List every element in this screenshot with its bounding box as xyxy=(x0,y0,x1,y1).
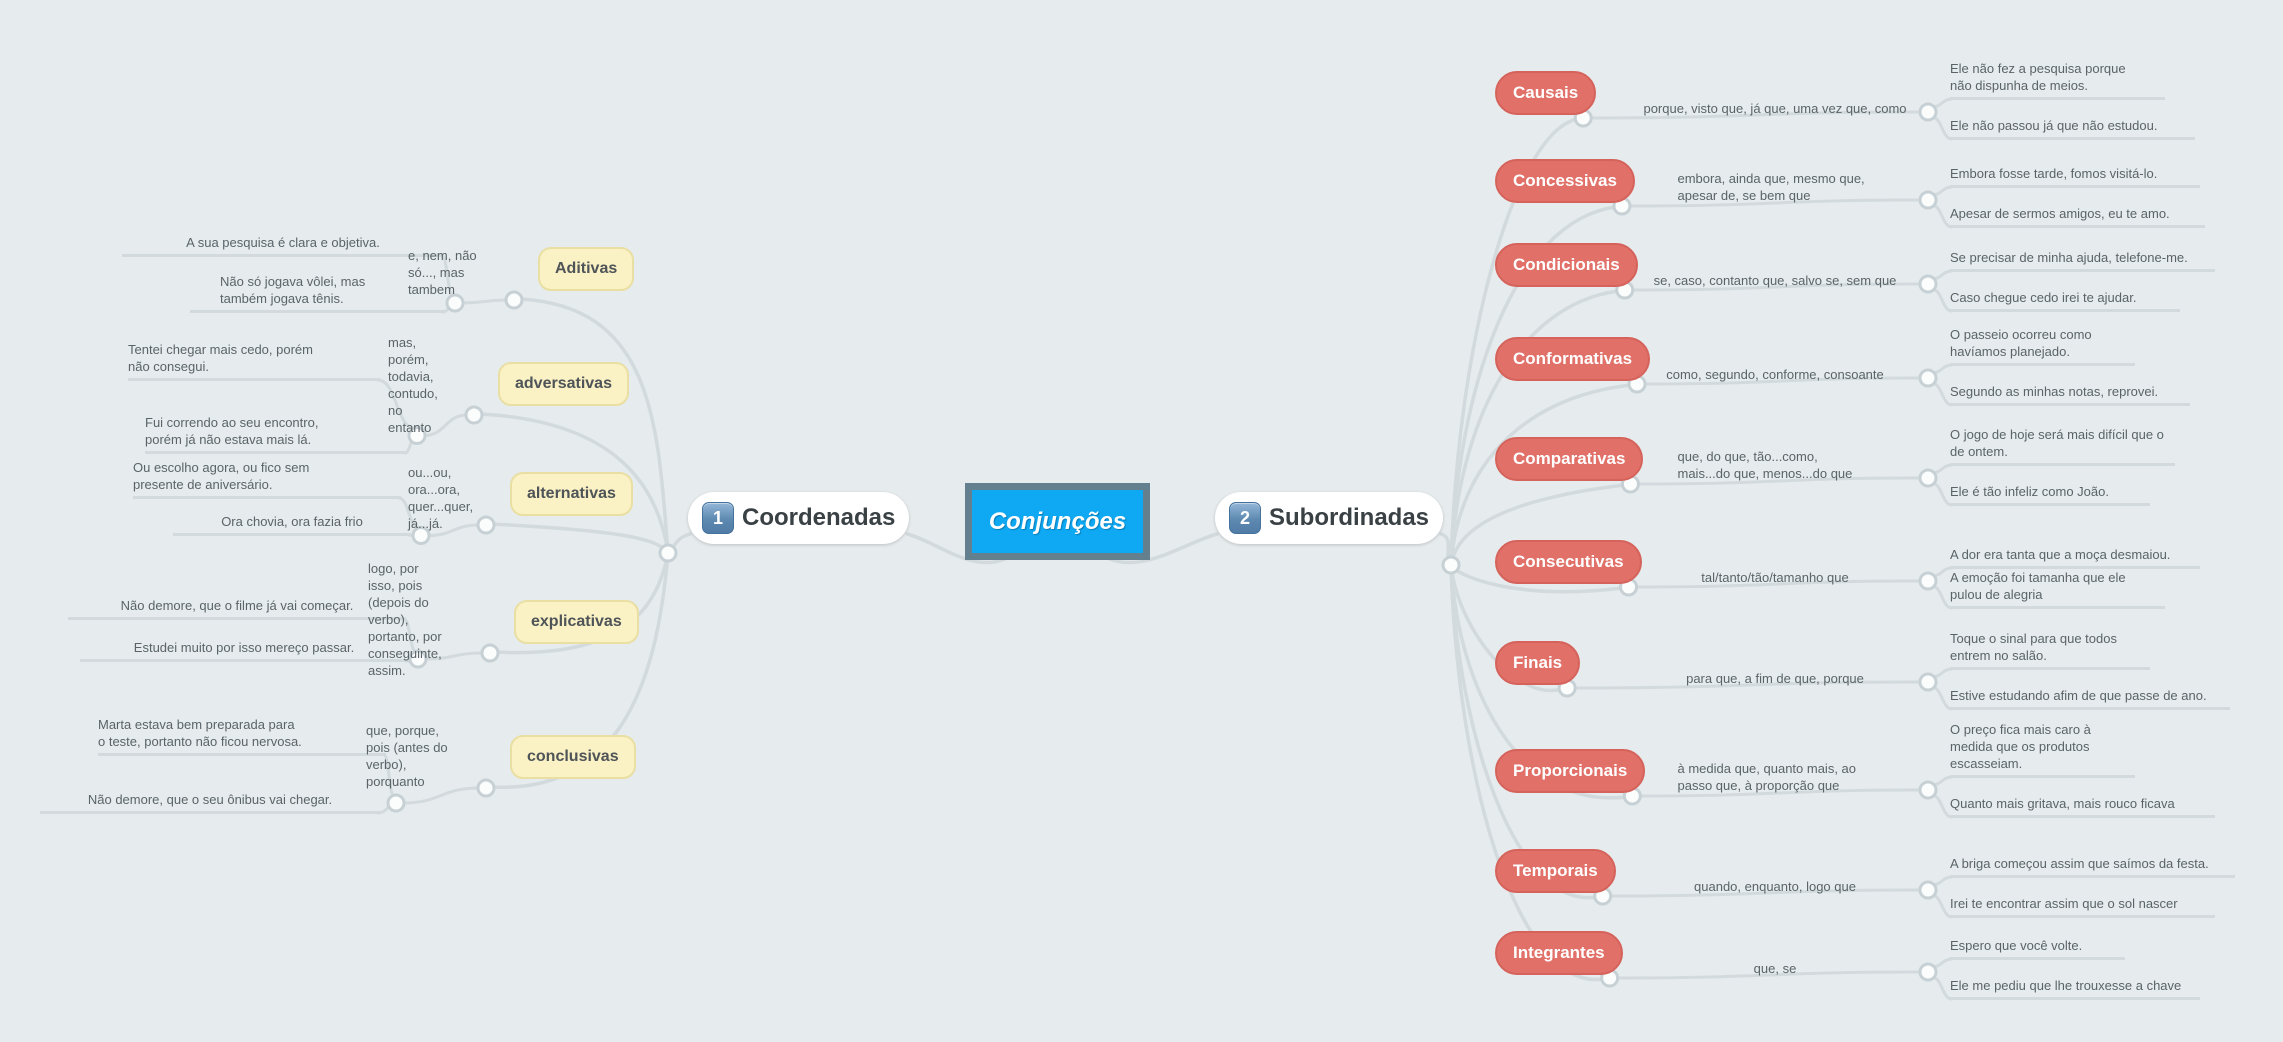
conjunction-list[interactable]: que, se xyxy=(1753,961,1797,976)
conjunction-list[interactable]: porque, visto que, já que, uma vez que, … xyxy=(1643,101,1907,116)
category-node-causais[interactable]: Causais xyxy=(1495,71,1597,115)
category-node-conformativas[interactable]: Conformativas xyxy=(1495,337,1651,381)
example-sentence[interactable]: A sua pesquisa é clara e objetiva. xyxy=(122,234,444,257)
category-node-concessivas[interactable]: Concessivas xyxy=(1495,159,1635,203)
conjunction-list[interactable]: se, caso, contanto que, salvo se, sem qu… xyxy=(1653,273,1897,288)
branch-label: Coordenadas xyxy=(742,504,896,531)
category-node-integrantes[interactable]: Integrantes xyxy=(1495,931,1623,975)
example-sentence[interactable]: Segundo as minhas notas, reprovei. xyxy=(1950,383,2190,406)
branch-node-coordenadas[interactable]: 1 Coordenadas xyxy=(688,492,910,544)
example-sentence[interactable]: Tentei chegar mais cedo, porém não conse… xyxy=(128,341,380,381)
example-sentence[interactable]: O preço fica mais caro à medida que os p… xyxy=(1950,721,2135,778)
category-node-consecutivas[interactable]: Consecutivas xyxy=(1495,540,1642,584)
example-sentence[interactable]: Toque o sinal para que todos entrem no s… xyxy=(1950,630,2150,670)
example-sentence[interactable]: Espero que você volte. xyxy=(1950,937,2125,960)
conjunction-list[interactable]: logo, por isso, pois (depois do verbo), … xyxy=(368,561,442,678)
category-node-temporais[interactable]: Temporais xyxy=(1495,849,1616,893)
example-sentence[interactable]: O passeio ocorreu como havíamos planejad… xyxy=(1950,326,2135,366)
category-node-proporcionais[interactable]: Proporcionais xyxy=(1495,749,1646,793)
example-sentence[interactable]: Ou escolho agora, ou fico sem presente d… xyxy=(133,459,401,499)
example-sentence[interactable]: A emoção foi tamanha que ele pulou de al… xyxy=(1950,569,2165,609)
example-sentence[interactable]: Irei te encontrar assim que o sol nascer xyxy=(1950,895,2215,918)
category-node-comparativas[interactable]: Comparativas xyxy=(1495,437,1644,481)
branch-node-subordinadas[interactable]: 2 Subordinadas xyxy=(1215,492,1444,544)
category-node-finais[interactable]: Finais xyxy=(1495,641,1581,685)
example-sentence[interactable]: Fui correndo ao seu encontro, porém já n… xyxy=(145,414,407,454)
example-sentence[interactable]: Estudei muito por isso mereço passar. xyxy=(80,639,408,662)
conjunction-list[interactable]: que, porque, pois (antes do verbo), porq… xyxy=(366,723,448,789)
conjunction-list[interactable]: e, nem, não só..., mas tambem xyxy=(408,248,477,297)
example-sentence[interactable]: Caso chegue cedo irei te ajudar. xyxy=(1950,289,2180,312)
example-sentence[interactable]: A dor era tanta que a moça desmaiou. xyxy=(1950,546,2200,569)
example-sentence[interactable]: Apesar de sermos amigos, eu te amo. xyxy=(1950,205,2205,228)
category-node-explicativas[interactable]: explicativas xyxy=(514,600,639,644)
example-sentence[interactable]: Não demore, que o filme já vai começar. xyxy=(68,597,406,620)
branch-label: Subordinadas xyxy=(1269,504,1430,531)
example-sentence[interactable]: Se precisar de minha ajuda, telefone-me. xyxy=(1950,249,2215,272)
category-node-conclusivas[interactable]: conclusivas xyxy=(510,735,636,779)
conjunction-list[interactable]: como, segundo, conforme, consoante xyxy=(1666,367,1884,382)
example-sentence[interactable]: Embora fosse tarde, fomos visitá-lo. xyxy=(1950,165,2200,188)
category-node-adversativas[interactable]: adversativas xyxy=(498,362,629,406)
example-sentence[interactable]: Não demore, que o seu ônibus vai chegar. xyxy=(40,791,380,814)
category-node-aditivas[interactable]: Aditivas xyxy=(538,247,635,291)
conjunction-list[interactable]: embora, ainda que, mesmo que, apesar de,… xyxy=(1677,171,1865,203)
keycap-2-icon: 2 xyxy=(1229,502,1261,534)
root-node-conjuncoes[interactable]: Conjunções xyxy=(965,483,1150,560)
example-sentence[interactable]: Estive estudando afim de que passe de an… xyxy=(1950,687,2230,710)
conjunction-list[interactable]: quando, enquanto, logo que xyxy=(1694,879,1856,894)
example-sentence[interactable]: O jogo de hoje será mais difícil que o d… xyxy=(1950,426,2175,466)
example-sentence[interactable]: Não só jogava vôlei, mas também jogava t… xyxy=(190,273,445,313)
example-sentence[interactable]: Ora chovia, ora fazia frio xyxy=(173,513,411,536)
example-sentence[interactable]: Ele não fez a pesquisa porque não dispun… xyxy=(1950,60,2165,100)
category-node-condicionais[interactable]: Condicionais xyxy=(1495,243,1638,287)
example-sentence[interactable]: Quanto mais gritava, mais rouco ficava xyxy=(1950,795,2215,818)
example-sentence[interactable]: Ele não passou já que não estudou. xyxy=(1950,117,2195,140)
example-sentence[interactable]: Ele me pediu que lhe trouxesse a chave xyxy=(1950,977,2200,1000)
conjunction-list[interactable]: à medida que, quanto mais, ao passo que,… xyxy=(1677,761,1857,793)
conjunction-list[interactable]: que, do que, tão...como, mais...do que, … xyxy=(1677,449,1853,481)
conjunction-list[interactable]: mas, porém, todavia, contudo, no entanto xyxy=(388,335,438,435)
example-sentence[interactable]: A briga começou assim que saímos da fest… xyxy=(1950,855,2235,878)
keycap-1-icon: 1 xyxy=(702,502,734,534)
conjunction-list[interactable]: tal/tanto/tão/tamanho que xyxy=(1701,570,1849,585)
example-sentence[interactable]: Ele é tão infeliz como João. xyxy=(1950,483,2150,506)
conjunction-list[interactable]: para que, a fim de que, porque xyxy=(1686,671,1864,686)
category-node-alternativas[interactable]: alternativas xyxy=(510,472,633,516)
example-sentence[interactable]: Marta estava bem preparada para o teste,… xyxy=(98,716,386,756)
conjunction-list[interactable]: ou...ou, ora...ora, quer...quer, já...já… xyxy=(408,465,474,531)
